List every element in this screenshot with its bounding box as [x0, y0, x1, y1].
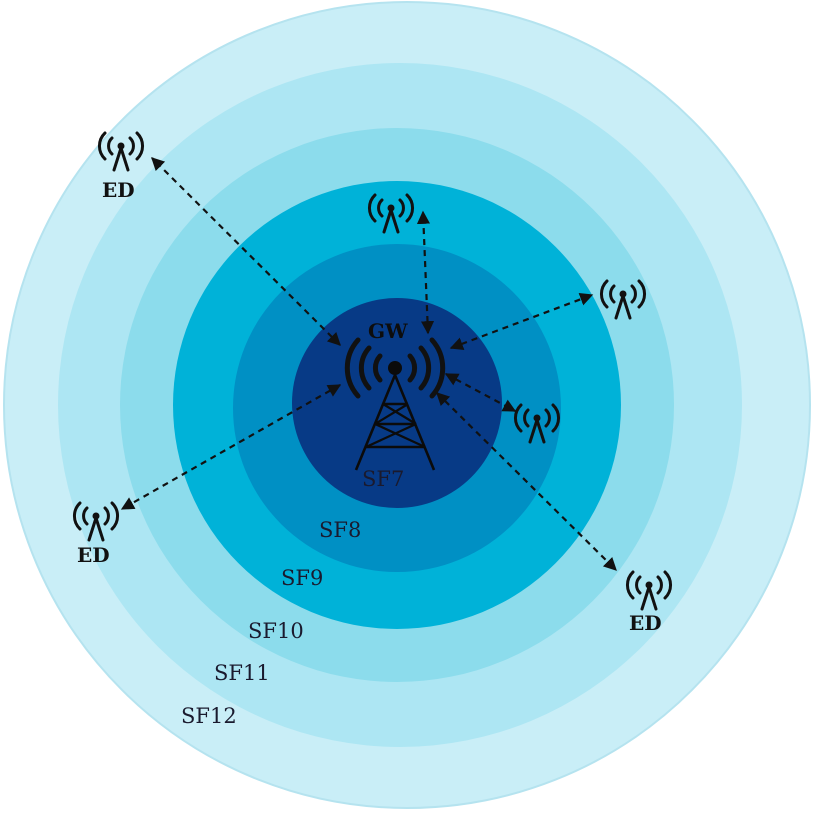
tower-icon [344, 337, 446, 471]
end-device-label: ED [102, 178, 135, 202]
end-device-bottom-left: ED [72, 501, 120, 567]
label-sf9: SF9 [281, 566, 323, 590]
end-device-label: ED [77, 543, 110, 567]
end-device-label: ED [629, 611, 662, 635]
link-ed-top [416, 210, 435, 335]
link-ed-top-left [151, 157, 341, 346]
label-sf10: SF10 [248, 619, 304, 643]
label-sf8: SF8 [319, 518, 361, 542]
label-sf11: SF11 [214, 661, 270, 685]
end-device-bottom-right: ED [625, 570, 673, 635]
link-ed-inner-right [444, 373, 517, 412]
label-sf12: SF12 [181, 704, 237, 728]
link-ed-right [449, 293, 594, 350]
gateway: GW [344, 319, 446, 471]
end-device-top-left: ED [97, 131, 145, 202]
gateway-label: GW [368, 319, 408, 343]
ring-labels: SF7 SF8 SF9 SF10 SF11 SF12 [181, 467, 404, 728]
link-ed-bottom-left [120, 384, 342, 510]
link-ed-bottom-right [436, 392, 617, 571]
links [120, 157, 617, 571]
label-sf7: SF7 [362, 467, 404, 491]
